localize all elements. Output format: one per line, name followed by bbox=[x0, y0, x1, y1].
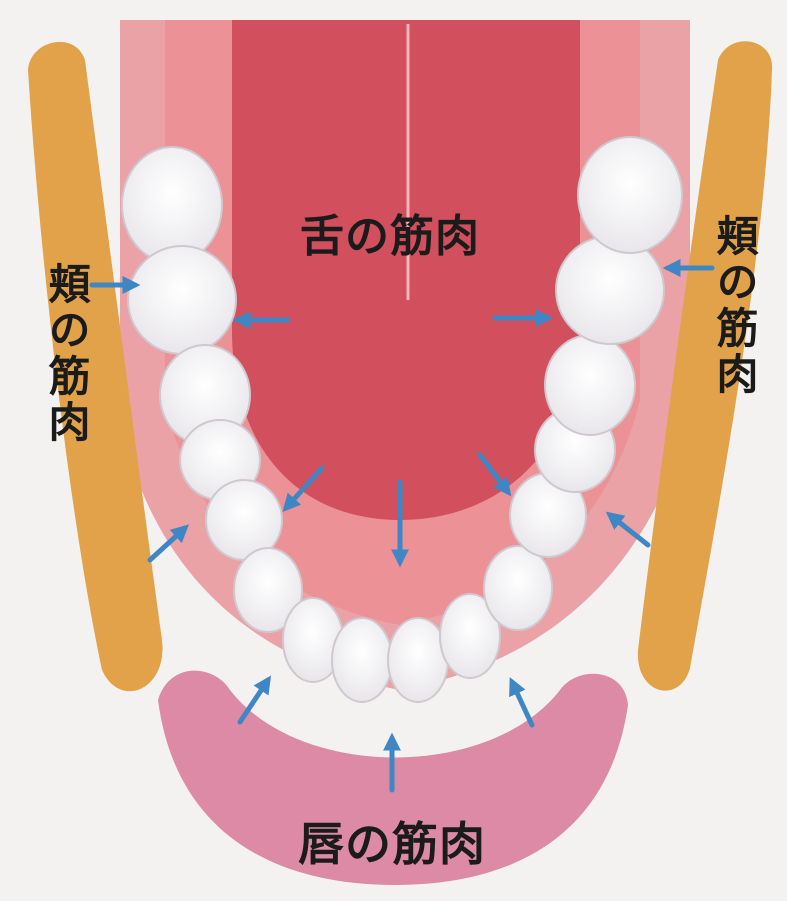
tooth bbox=[332, 618, 392, 702]
tooth bbox=[545, 335, 635, 435]
tooth bbox=[388, 618, 448, 702]
tooth bbox=[578, 137, 682, 253]
tooth bbox=[128, 246, 236, 354]
lip-muscle-label: 唇の筋肉 bbox=[298, 808, 486, 874]
tooth bbox=[556, 236, 664, 344]
arrow-lip-right bbox=[512, 682, 532, 725]
tooth bbox=[484, 546, 552, 630]
cheek-muscle-right-label: 頬の筋肉 bbox=[704, 214, 765, 398]
cheek-muscle-left-label: 頬の筋肉 bbox=[36, 262, 97, 446]
tongue bbox=[232, 20, 580, 520]
tooth bbox=[122, 147, 222, 263]
tongue-muscle-label: 舌の筋肉 bbox=[300, 200, 480, 264]
